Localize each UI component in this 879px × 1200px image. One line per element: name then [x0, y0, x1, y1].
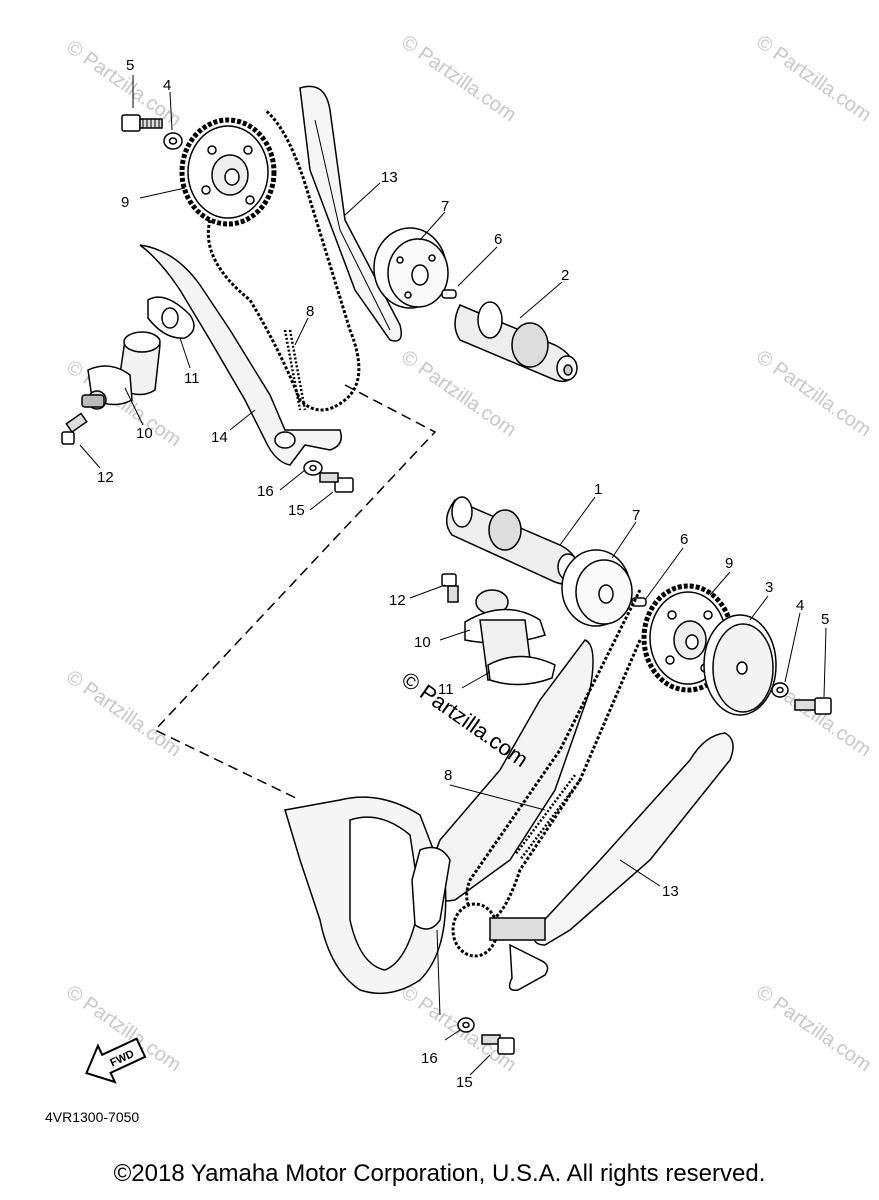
camshaft-intake	[446, 496, 579, 585]
tensioner-guide-upper	[139, 244, 342, 466]
chain-tensioner-upper	[81, 331, 161, 410]
callout-9: 9	[121, 194, 129, 211]
callout-2: 2	[561, 267, 569, 284]
chain-guide-upper	[299, 85, 402, 342]
leader-lines	[79, 75, 827, 1076]
callout-6: 6	[494, 231, 502, 248]
callout-14: 14	[211, 429, 228, 446]
assembly-guide-line	[153, 384, 437, 801]
watermark: © Partzilla.com	[752, 346, 875, 441]
part-code: 4VR1300-7050	[45, 1109, 139, 1125]
callout-8: 8	[444, 767, 452, 784]
callout-13: 13	[662, 883, 679, 900]
callout-7: 7	[632, 507, 640, 524]
callout-13: 13	[381, 169, 398, 186]
callout-4: 4	[163, 77, 171, 94]
tensioner-bolt-lower	[441, 573, 459, 603]
guide-bracket-lower	[411, 846, 451, 930]
callout-7: 7	[441, 198, 449, 215]
gasket-lower	[487, 655, 556, 686]
fwd-arrow-icon: FWD	[85, 1037, 147, 1084]
callout-5: 5	[126, 57, 134, 74]
crankshaft	[284, 796, 549, 995]
dowel-pin-upper	[441, 289, 457, 299]
callout-15: 15	[288, 502, 305, 519]
callout-11: 11	[184, 370, 200, 387]
tensioner-bolt-upper	[61, 412, 88, 445]
chain-guide-lower	[533, 732, 734, 946]
callout-16: 16	[421, 1050, 438, 1067]
callout-5: 5	[821, 611, 829, 628]
callout-6: 6	[680, 531, 688, 548]
callout-8: 8	[306, 303, 314, 320]
cam-sprocket-upper	[179, 117, 277, 227]
camshaft-exhaust	[454, 301, 578, 383]
bolt-upper	[121, 114, 163, 132]
cam-plate-lower	[561, 549, 633, 627]
watermark: © Partzilla.com	[397, 31, 520, 126]
callout-10: 10	[414, 634, 431, 651]
bolt-lower	[794, 697, 832, 715]
callout-10: 10	[136, 425, 153, 442]
callouts-lower: 1 7 6 9 3 4 5 12 10 11 8 13 16 15	[389, 481, 829, 1091]
guide-bolt-lower	[481, 1034, 515, 1055]
callout-11: 11	[438, 681, 454, 698]
watermark: © Partzilla.com	[752, 981, 875, 1076]
callout-1: 1	[594, 481, 602, 498]
callouts-upper: 5 4 9 13 7 6 2 8 11 10 14 12 16 15	[97, 57, 569, 519]
watermark: © Partzilla.com	[397, 346, 520, 441]
upper-assembly	[61, 85, 578, 493]
callout-9: 9	[725, 555, 733, 572]
copyright-notice: ©2018 Yamaha Motor Corporation, U.S.A. A…	[113, 1160, 766, 1187]
callout-4: 4	[796, 597, 804, 614]
guide-bolt-upper	[319, 472, 354, 493]
cam-plate-upper	[373, 227, 449, 309]
callout-12: 12	[389, 592, 406, 609]
cam-chain-upper	[206, 108, 361, 412]
callout-12: 12	[97, 469, 114, 486]
lower-assembly	[284, 496, 832, 1055]
callout-15: 15	[456, 1074, 473, 1091]
sprocket-cover-plate	[703, 614, 777, 716]
callout-3: 3	[765, 579, 773, 596]
watermark: © Partzilla.com	[752, 31, 875, 126]
watermark: © Partzilla.com	[62, 666, 185, 761]
callout-16: 16	[257, 483, 274, 500]
